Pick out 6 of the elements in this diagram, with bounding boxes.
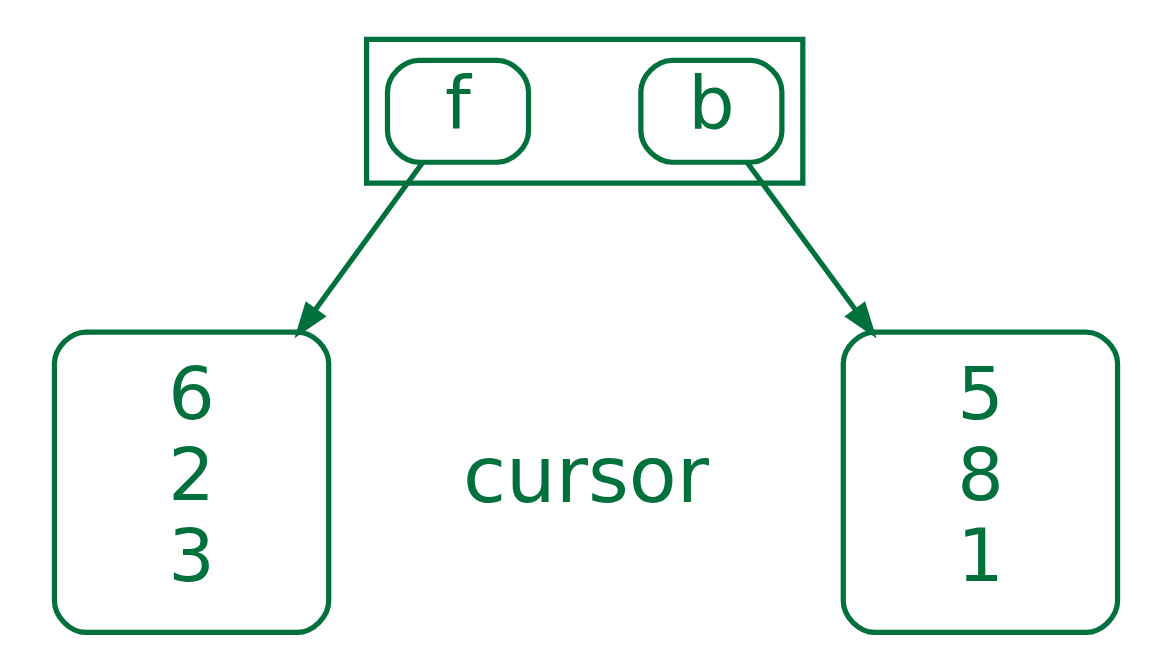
node-box: 6 2 3 — [51, 329, 331, 636]
cluster — [363, 36, 805, 186]
label: cursor — [462, 428, 709, 520]
node-box: b — [637, 57, 784, 165]
node-box: f — [384, 57, 531, 165]
node-box: 5 8 1 — [840, 329, 1120, 636]
